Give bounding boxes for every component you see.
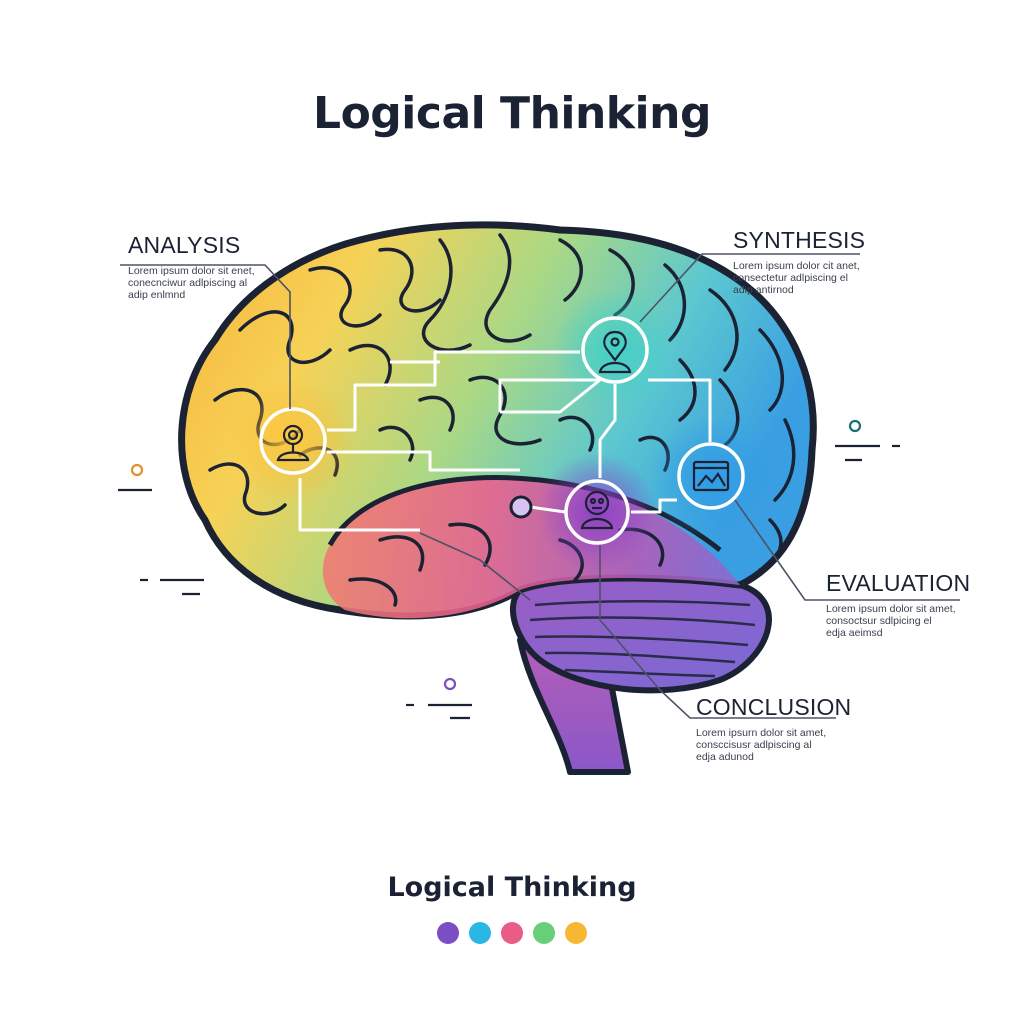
evaluation-desc-line: consoctsur sdlpicing el	[826, 615, 932, 627]
person-pin-icon	[276, 424, 310, 462]
circuit-lines	[298, 350, 712, 532]
page-title: Logical Thinking	[313, 88, 711, 139]
conclusion-description: Lorem ipsurn dolor sit amet, consccisusr…	[696, 727, 846, 763]
conclusion-desc-line: edja adunod	[696, 751, 754, 763]
junction-node	[509, 495, 533, 519]
evaluation-glow	[649, 414, 773, 538]
conclusion-glow	[537, 452, 657, 572]
evaluation-desc-line: edja aeimsd	[826, 627, 883, 639]
leader-lines	[120, 253, 960, 719]
brain-folds	[208, 233, 796, 607]
cerebellum-folds	[529, 600, 756, 678]
legend-dot-cyan	[469, 922, 491, 944]
synthesis-desc-line: Lorem ipsum dolor cit anet,	[733, 260, 860, 272]
analysis-heading: ANALYSIS	[128, 232, 241, 258]
legend-dot-green	[533, 922, 555, 944]
analysis-desc-line: conecnciwur adlpiscing al	[128, 277, 248, 289]
legend-dot-purple	[437, 922, 459, 944]
footer-title: Logical Thinking	[387, 872, 637, 903]
analysis-label: ANALYSIS Lorem ipsum dolor sit enet, con…	[128, 232, 278, 301]
analysis-desc-line: adip enlmnd	[128, 289, 186, 301]
legend-dot-pink	[501, 922, 523, 944]
synthesis-desc-line: consectetur adlpiscing el	[733, 272, 848, 284]
evaluation-desc-line: Lorem ipsum dolor sit amet,	[826, 603, 956, 615]
synthesis-heading: SYNTHESIS	[733, 227, 866, 253]
analysis-description: Lorem ipsum dolor sit enet, conecnciwur …	[128, 265, 278, 301]
conclusion-label: CONCLUSION Lorem ipsurn dolor sit amet, …	[696, 694, 851, 763]
synthesis-desc-line: adip antirnod	[733, 284, 794, 296]
conclusion-desc-line: Lorem ipsurn dolor sit amet,	[696, 727, 827, 739]
legend-dot-yellow	[565, 922, 587, 944]
conclusion-heading: CONCLUSION	[696, 694, 852, 720]
thinking-face-icon	[580, 490, 614, 530]
conclusion-node	[564, 479, 630, 545]
synthesis-label: SYNTHESIS Lorem ipsum dolor cit anet, co…	[733, 227, 883, 296]
evaluation-node	[677, 442, 745, 510]
analysis-desc-line: Lorem ipsum dolor sit enet,	[128, 265, 255, 277]
synthesis-description: Lorem ipsum dolor cit anet, consectetur …	[733, 260, 883, 296]
evaluation-heading: EVALUATION	[826, 570, 971, 596]
color-legend-dots	[0, 922, 1024, 944]
decor-marks	[118, 419, 900, 720]
analysis-node	[259, 407, 327, 475]
evaluation-description: Lorem ipsum dolor sit amet, consoctsur s…	[826, 603, 976, 639]
synthesis-node	[581, 316, 649, 384]
image-frame-icon	[692, 460, 730, 492]
evaluation-label: EVALUATION Lorem ipsum dolor sit amet, c…	[826, 570, 976, 639]
conclusion-desc-line: consccisusr adlpiscing al	[696, 739, 812, 751]
person-location-icon	[598, 330, 632, 374]
analysis-glow	[231, 379, 355, 503]
